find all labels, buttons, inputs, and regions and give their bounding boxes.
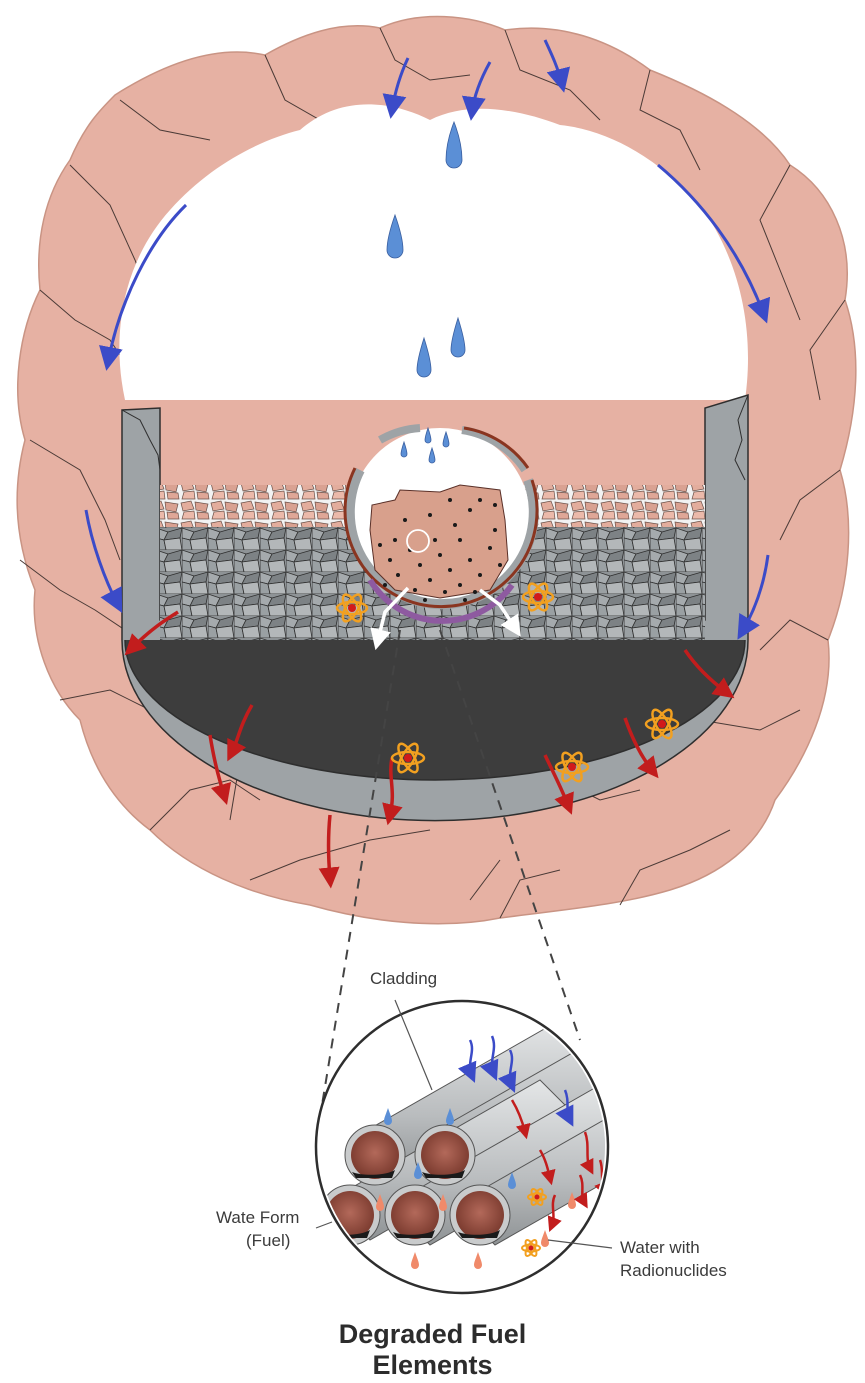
- release-arrow-icon: [329, 815, 331, 878]
- release-arrow-icon: [390, 758, 392, 815]
- cladding-label: Cladding: [370, 968, 437, 989]
- water-radionuclides-label-line2: Radionuclides: [620, 1260, 727, 1281]
- water-radionuclides-label-line1: Water with: [620, 1237, 700, 1258]
- figure-title-line2: Elements: [0, 1349, 865, 1381]
- waste-form-label-line2: (Fuel): [246, 1230, 290, 1251]
- waste-form-label-line1: Wate Form: [216, 1207, 299, 1228]
- figure-title-line1: Degraded Fuel: [0, 1318, 865, 1350]
